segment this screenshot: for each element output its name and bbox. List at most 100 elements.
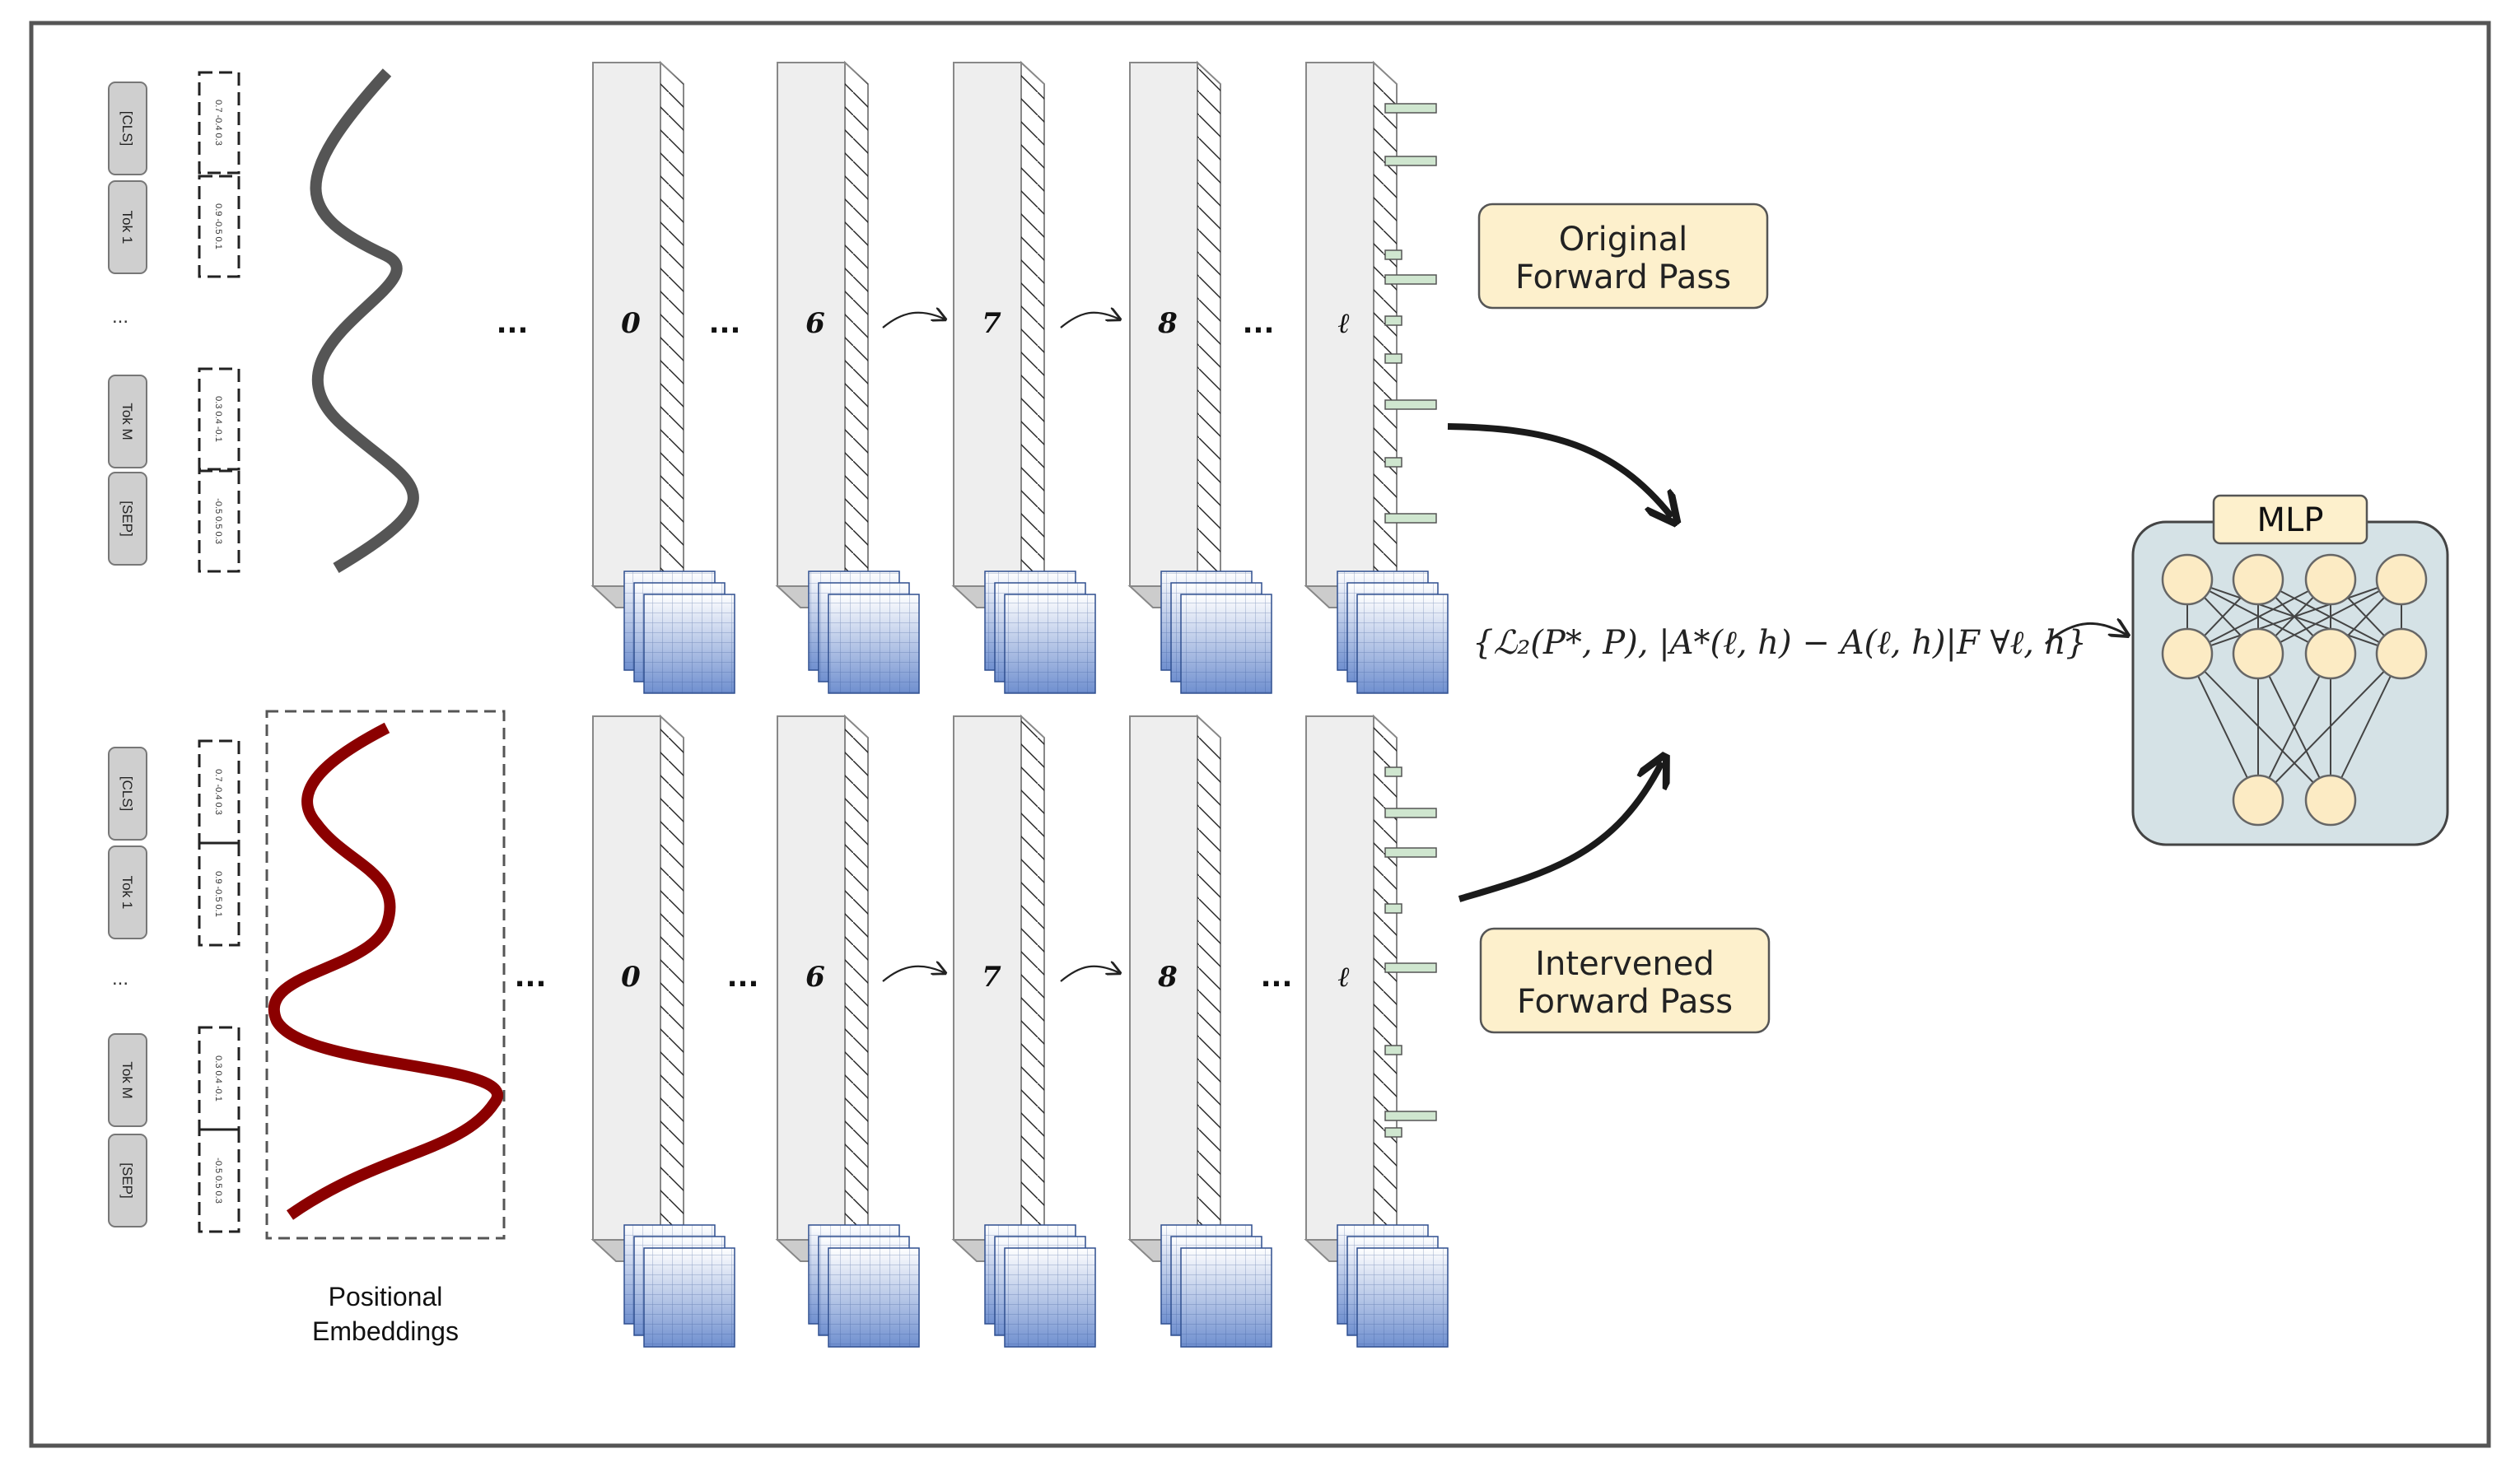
attention-grid: [644, 1248, 735, 1347]
layer-block: 0: [590, 714, 735, 1348]
token-pill: [108, 472, 147, 566]
layer-output-tab: [1384, 457, 1402, 468]
token-label: [CLS]: [119, 776, 135, 812]
layer-hatching: [1374, 716, 1397, 1261]
mlp-neuron: [2304, 774, 2357, 827]
attention-grid: [828, 594, 919, 693]
original-pass-label-box: [1477, 203, 1769, 310]
intervened-positional-wave: [268, 722, 503, 1220]
token-pill: [108, 375, 147, 468]
attention-grid: [1005, 1248, 1095, 1347]
token-pill: [108, 180, 147, 274]
token-vectors: 0.7 -0.4 0.3 0.9 -0.5 0.1 0.3 0.4 -0.1 -0.5…: [198, 71, 240, 1233]
layer-output-tab: [1384, 399, 1437, 410]
layer-index: 8: [1157, 307, 1178, 340]
vector-values: 0.9 -0.5 0.1: [213, 203, 223, 249]
layer-index: 6: [805, 961, 825, 994]
mlp-neuron: [2161, 553, 2214, 606]
token-label: Tok M: [119, 403, 135, 440]
intervention-box: [265, 710, 506, 1240]
vector-box: [198, 367, 240, 471]
vector-values: -0.5 0.5 0.3: [213, 1158, 223, 1204]
layer-front-face: [592, 715, 661, 1241]
mlp-neuron: [2375, 627, 2428, 680]
vector-box: [198, 469, 240, 573]
layer-ellipsis: ...: [1243, 307, 1275, 340]
layer-output-tab: [1384, 513, 1437, 524]
layer-ellipsis: ...: [497, 307, 529, 340]
mlp-neuron: [2304, 627, 2357, 680]
layer-hatching: [660, 716, 684, 1261]
vector-box: [198, 175, 240, 278]
original-pass-line2: Forward Pass: [1515, 259, 1731, 296]
layer-transition-arrow: [1060, 967, 1120, 982]
layer-hatching: [1021, 716, 1044, 1261]
layer-block: 6: [775, 714, 920, 1348]
mlp-edge: [2257, 579, 2402, 654]
token-pill: [108, 82, 147, 175]
layer-hatching: [1197, 716, 1220, 1261]
layer-block: ℓ: [1304, 60, 1449, 694]
mlp-edge: [2330, 653, 2402, 801]
token-pill: [108, 747, 147, 841]
original-positional-wave: [310, 68, 419, 574]
layer-ellipsis: ...: [727, 961, 759, 994]
layer-output-tab: [1384, 962, 1437, 973]
layer-hatching: [1021, 63, 1044, 608]
figure-frame: [29, 21, 2491, 1448]
layer-ellipsis: ...: [515, 961, 547, 994]
layer-block: 8: [1127, 60, 1272, 694]
token-pill: [108, 1134, 147, 1227]
layer-output-tab: [1384, 808, 1437, 818]
mlp-neuron: [2304, 553, 2357, 606]
mlp-neuron: [2232, 627, 2284, 680]
vector-values: 0.3 0.4 -0.1: [213, 396, 223, 442]
mlp-network: [2161, 553, 2428, 827]
token-pill: [108, 1033, 147, 1127]
formula-to-mlp-arrow: [2045, 623, 2128, 645]
positional-caption-line2: Embeddings: [312, 1316, 459, 1346]
layer-block: 6: [775, 60, 920, 694]
layer-output-tab: [1384, 1045, 1402, 1055]
vector-values: -0.5 0.5 0.3: [213, 498, 223, 544]
intervened-pass-label-box: [1479, 927, 1771, 1034]
layer-output-tab: [1384, 1111, 1437, 1121]
layer-block: 0: [590, 60, 735, 694]
layer-index: 6: [805, 307, 825, 340]
token-label: Tok M: [119, 1061, 135, 1098]
attention-grid: [1005, 594, 1095, 693]
layer-index: ℓ: [1338, 307, 1351, 340]
vector-values: 0.7 -0.4 0.3: [213, 769, 223, 815]
layer-hatching: [1374, 63, 1397, 608]
mlp-edge: [2186, 579, 2331, 654]
layer-hatching: [845, 716, 868, 1261]
vector-values: 0.9 -0.5 0.1: [213, 871, 223, 917]
layer-output-tab: [1384, 766, 1402, 777]
attention-grid: [828, 1248, 919, 1347]
token-pill: [108, 845, 147, 939]
layer-hatching: [1197, 63, 1220, 608]
mlp-edge: [2257, 653, 2402, 801]
attention-grid: [1357, 1248, 1448, 1347]
layer-index: 7: [982, 961, 1001, 994]
intervened-to-formula-arrow: [1458, 762, 1662, 902]
attention-grid: [1357, 594, 1448, 693]
layer-block: ℓ: [1304, 714, 1449, 1348]
layer-output-tab: [1384, 249, 1402, 260]
layer-output-tab: [1384, 903, 1402, 914]
mlp-label-box: [2212, 494, 2368, 545]
token-label: Tok 1: [119, 876, 135, 910]
layer-transition-arrow: [882, 967, 945, 982]
layer-output-tab: [1384, 847, 1437, 858]
intervened-pass-line2: Forward Pass: [1517, 983, 1733, 1021]
vector-box: [198, 1128, 240, 1233]
vector-box: [198, 71, 240, 175]
layer-index: 0: [621, 307, 641, 340]
mlp-edge: [2186, 579, 2402, 654]
original-to-formula-arrow: [1447, 423, 1672, 517]
layer-output-tab: [1384, 353, 1402, 364]
attention-grid: [1181, 1248, 1272, 1347]
